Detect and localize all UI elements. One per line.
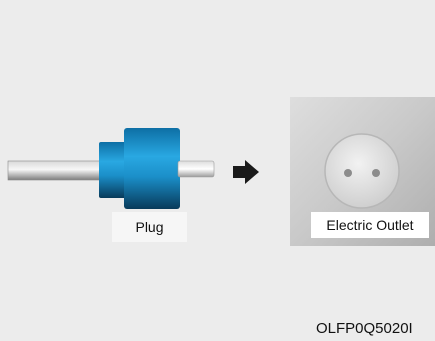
plug-label: Plug (112, 212, 187, 242)
figure-code: OLFP0Q5020I (316, 320, 413, 337)
arrow-right-icon (233, 160, 259, 184)
electric-outlet-label: Electric Outlet (311, 212, 429, 238)
plug-icon (7, 128, 215, 209)
